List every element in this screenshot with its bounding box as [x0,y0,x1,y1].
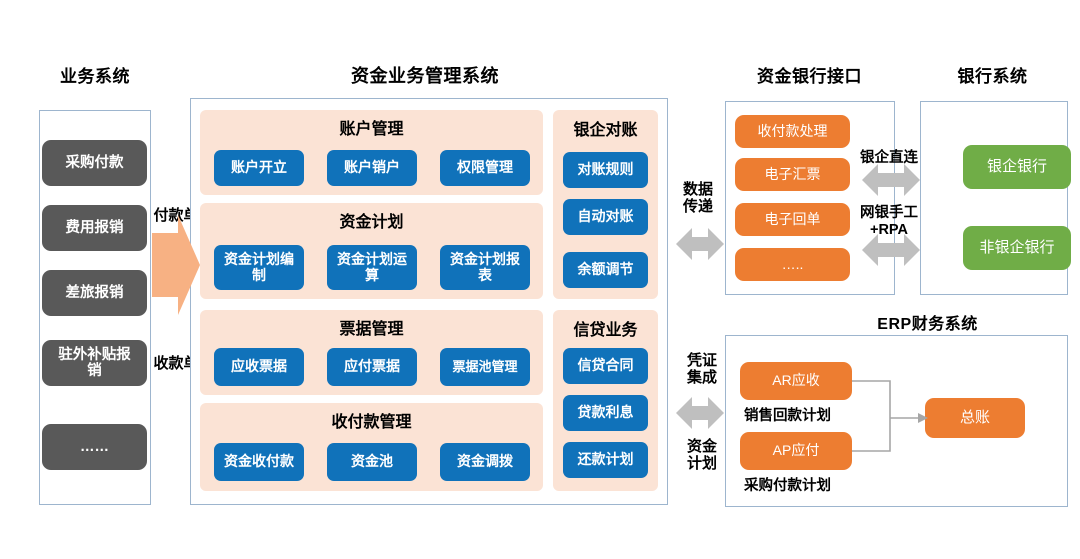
chip-label: ….. [781,255,804,272]
group-title: 信贷业务 [573,322,638,339]
chip-label: 信贷合同 [577,357,634,374]
treasury-item-payment-1[interactable]: 资金池 [327,443,417,481]
flow-arrow-bottom-label: 收款单 [153,355,199,372]
erp-link-label-0: 凭证 集成 [686,352,717,387]
treasury-item-plan-1[interactable]: 资金计划运算 [327,245,417,290]
chip-label: 余额调节 [577,261,634,278]
group-title: 资金计划 [339,214,404,231]
chip-label: 权限管理 [457,159,513,176]
erp-caption-sales: 销售回款计划 [744,408,831,424]
business-item-4[interactable]: …… [42,424,147,470]
bank-system-item-1[interactable]: 非银企银行 [963,226,1071,270]
group-title: 收付款管理 [331,414,412,431]
bank-system-title: 银行系统 [957,67,1028,86]
treasury-item-reconcile-1[interactable]: 自动对账 [563,199,648,235]
chip-label: 电子回单 [764,210,821,227]
double-arrow-data-transfer [676,228,724,260]
chip-label: 资金收付款 [224,453,294,470]
business-system-title: 业务系统 [60,67,130,86]
chip-label: 自动对账 [577,208,634,225]
bank-interface-item-3[interactable]: ….. [735,248,850,281]
bank-interface-link-label: 数据 传递 [682,181,713,216]
chip-label: 资金调拨 [457,453,513,470]
bank-interface-item-1[interactable]: 电子汇票 [735,158,850,191]
treasury-item-bill-2[interactable]: 票据池管理 [440,348,530,386]
treasury-item-plan-2[interactable]: 资金计划报表 [440,245,530,290]
treasury-item-account-2[interactable]: 权限管理 [440,150,530,186]
chip-label: 资金池 [351,453,393,470]
chip-label: 对账规则 [577,161,634,178]
treasury-item-reconcile-0[interactable]: 对账规则 [563,152,648,188]
bank-interface-item-0[interactable]: 收付款处理 [735,115,850,148]
treasury-item-credit-2[interactable]: 还款计划 [563,442,648,478]
treasury-item-credit-1[interactable]: 贷款利息 [563,395,648,431]
treasury-item-credit-0[interactable]: 信贷合同 [563,348,648,384]
chip-label: 非银企银行 [979,238,1055,256]
chip-label: 资金计划运算 [337,250,407,283]
double-arrow-erp-link [676,397,724,429]
chip-label: 收付款处理 [757,122,828,139]
treasury-item-payment-2[interactable]: 资金调拨 [440,443,530,481]
chip-label: 银企银行 [986,157,1047,175]
treasury-system-title: 资金业务管理系统 [351,66,499,86]
treasury-item-bill-1[interactable]: 应付票据 [327,348,417,386]
business-item-0[interactable]: 采购付款 [42,140,147,186]
business-item-1[interactable]: 费用报销 [42,205,147,251]
bank-interface-title: 资金银行接口 [757,67,862,86]
chip-label: 贷款利息 [577,404,634,421]
chip-label: 账户开立 [231,159,287,176]
business-item-label: 费用报销 [65,219,124,236]
business-item-label: …… [80,438,109,455]
treasury-item-plan-0[interactable]: 资金计划编制 [214,245,304,290]
treasury-item-reconcile-2[interactable]: 余额调节 [563,252,648,288]
bank-link-label-1: 网银手工 +RPA [860,205,918,238]
erp-system-title: ERP财务系统 [877,316,978,333]
chip-label: AP应付 [772,442,820,459]
chip-label: 应付票据 [344,358,400,375]
chip-label: 账户销户 [344,159,400,176]
group-title: 账户管理 [339,121,404,138]
treasury-item-payment-0[interactable]: 资金收付款 [214,443,304,481]
chip-label: 票据池管理 [452,358,518,374]
business-item-label: 驻外补贴报销 [58,346,131,379]
erp-item-gl[interactable]: 总账 [925,398,1025,438]
group-title: 银企对账 [573,122,638,139]
erp-caption-purchase: 采购付款计划 [744,478,831,494]
business-item-label: 差旅报销 [65,284,124,301]
business-item-2[interactable]: 差旅报销 [42,270,147,316]
erp-item-ar[interactable]: AR应收 [740,362,852,400]
erp-item-ap[interactable]: AP应付 [740,432,852,470]
chip-label: 应收票据 [231,358,287,375]
chip-label: 资金计划报表 [450,250,520,283]
treasury-item-account-1[interactable]: 账户销户 [327,150,417,186]
business-item-label: 采购付款 [65,154,124,171]
treasury-item-account-0[interactable]: 账户开立 [214,150,304,186]
bank-system-item-0[interactable]: 银企银行 [963,145,1071,189]
treasury-item-bill-0[interactable]: 应收票据 [214,348,304,386]
chip-label: 资金计划编制 [224,250,294,283]
erp-link-label-1: 资金 计划 [686,438,717,473]
business-item-3[interactable]: 驻外补贴报销 [42,340,147,386]
chip-label: 电子汇票 [764,165,821,182]
chip-label: 总账 [959,408,990,426]
bank-interface-item-2[interactable]: 电子回单 [735,203,850,236]
bank-link-label-0: 银企直连 [860,150,918,166]
chip-label: 还款计划 [577,451,634,468]
group-title: 票据管理 [339,321,404,338]
chip-label: AR应收 [772,372,820,389]
